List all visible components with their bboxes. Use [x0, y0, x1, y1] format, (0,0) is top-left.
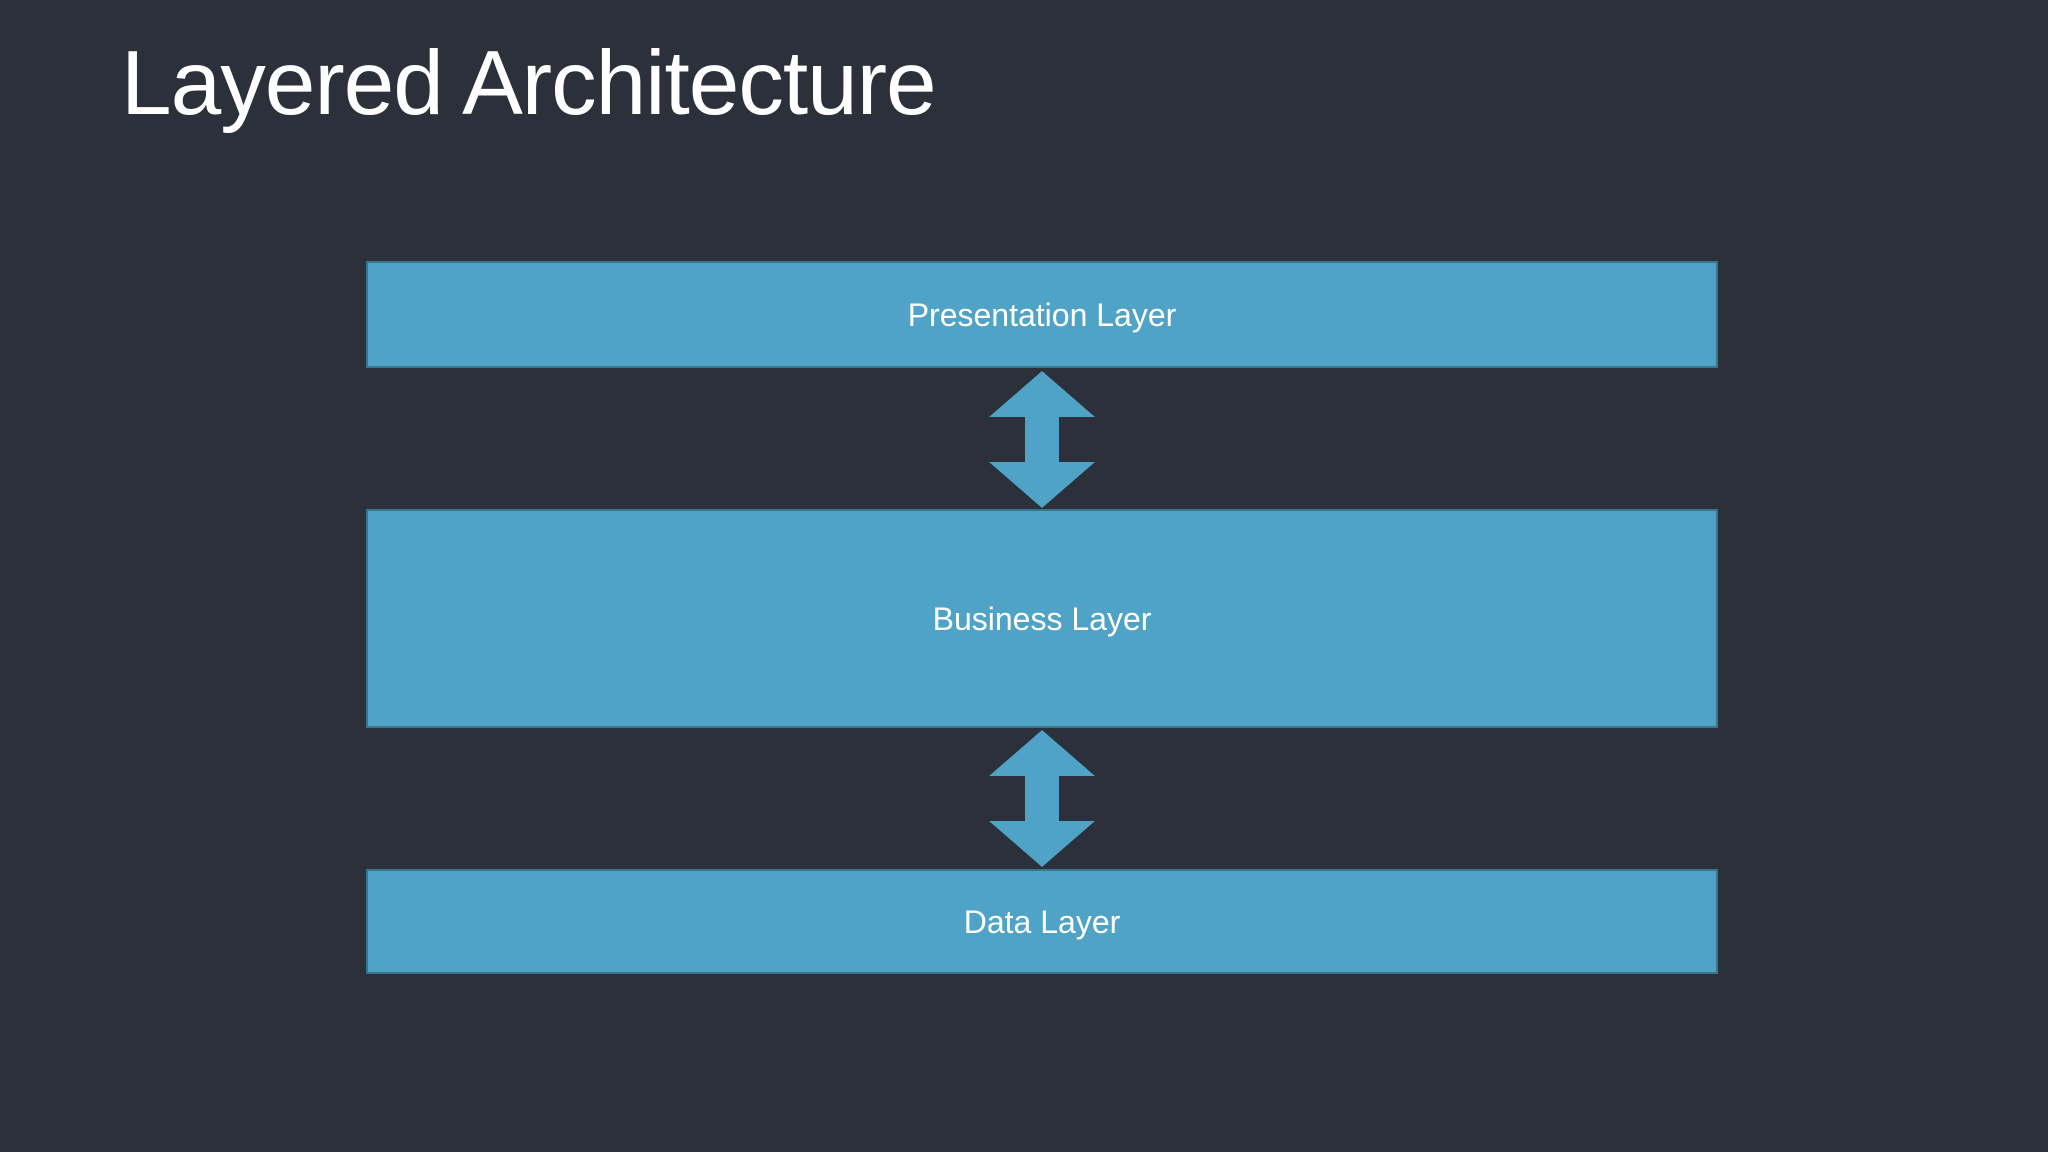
layer-box-business: Business Layer [366, 509, 1718, 728]
layer-box-presentation: Presentation Layer [366, 261, 1718, 368]
layer-label-data: Data Layer [963, 903, 1121, 940]
layer-label-business: Business Layer [932, 600, 1152, 637]
double-arrow-icon [989, 730, 1095, 867]
layer-label-presentation: Presentation Layer [907, 296, 1177, 333]
layer-box-data: Data Layer [366, 869, 1718, 974]
slide-title: Layered Architecture [121, 33, 937, 134]
double-arrow-icon [989, 371, 1095, 508]
